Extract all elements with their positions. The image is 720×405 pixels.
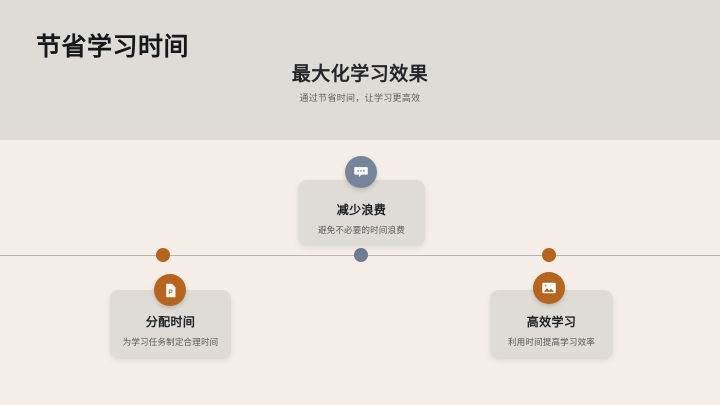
center-heading-title: 最大化学习效果 [291, 64, 429, 85]
milestone-card-3-description: 利用时间提高学习效率 [507, 337, 595, 347]
center-heading: 最大化学习效果 通过节省时间，让学习更高效 [0, 62, 720, 105]
chat-bubble-icon [345, 156, 377, 188]
header-band [0, 0, 720, 140]
milestone-card-2-title: 减少浪费 [336, 203, 387, 217]
timeline-dot-2 [354, 248, 368, 262]
page-title: 节省学习时间 [36, 33, 190, 61]
timeline-dot-3 [542, 248, 556, 262]
milestone-card-3-title: 高效学习 [526, 315, 577, 329]
milestone-card-2-description: 避免不必要的时间浪费 [317, 225, 405, 235]
timeline-dot-1 [156, 248, 170, 262]
document-icon: P [154, 274, 186, 306]
milestone-card-1-description: 为学习任务制定合理时间 [122, 337, 219, 347]
center-heading-subtitle: 通过节省时间，让学习更高效 [299, 93, 421, 103]
milestone-card-2[interactable]: 减少浪费 避免不必要的时间浪费 [298, 180, 425, 246]
svg-text:P: P [168, 289, 173, 296]
image-icon [533, 272, 565, 304]
milestone-card-1-title: 分配时间 [145, 315, 196, 329]
